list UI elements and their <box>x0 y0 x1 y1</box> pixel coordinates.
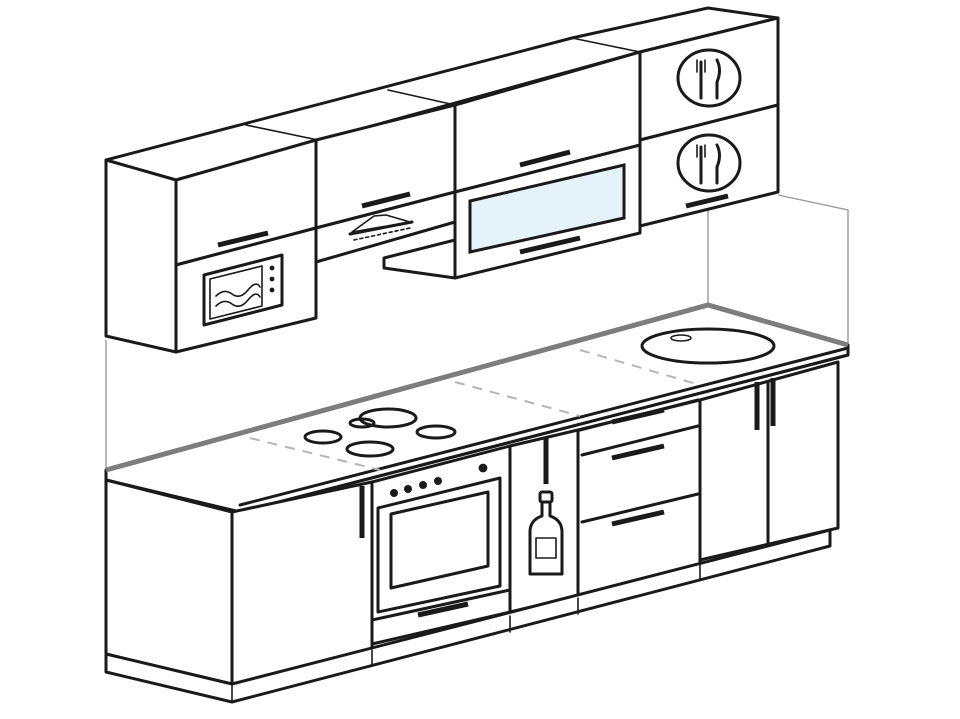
base-left-side <box>104 478 234 686</box>
drawer-3-handle[interactable] <box>611 509 665 527</box>
bottle-icon <box>528 490 564 576</box>
wall-cabinet-left-side <box>104 158 178 354</box>
sink-icon <box>640 327 776 365</box>
induction-hob-icon <box>303 407 457 458</box>
wall-cabinet-3-bottom <box>382 238 457 280</box>
oven-icon <box>376 463 502 614</box>
glass-panel <box>468 163 626 254</box>
wall-cabinet-4-handle[interactable] <box>685 193 729 209</box>
plate-fork-knife-icon <box>676 133 742 193</box>
range-hood-icon <box>348 214 414 241</box>
wall-cabinets <box>104 6 780 354</box>
plate-fork-knife-icon <box>676 48 742 108</box>
microwave-icon <box>202 253 284 327</box>
drawer-1-handle[interactable] <box>611 407 665 425</box>
wall-cabinet-3-handle[interactable] <box>519 149 571 168</box>
oven-drawer-handle[interactable] <box>417 601 469 618</box>
drawer-2-handle[interactable] <box>611 443 665 461</box>
wall-cabinet-3-glass-handle[interactable] <box>519 235 581 255</box>
wall-cabinet-2-handle[interactable] <box>361 191 411 209</box>
base-cabinets <box>104 360 840 704</box>
wall-cabinet-4-lower-door[interactable] <box>638 103 780 228</box>
wall-cabinet-1-handle[interactable] <box>217 230 269 248</box>
